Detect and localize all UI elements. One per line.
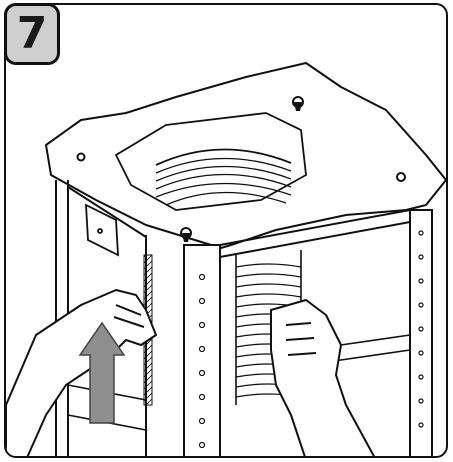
step-number: 7 — [16, 8, 48, 59]
left-hand-icon — [6, 289, 157, 456]
step-number-badge: 7 — [4, 3, 60, 65]
flexible-hose — [155, 148, 302, 405]
up-arrow-icon — [78, 321, 126, 424]
post-holes — [198, 230, 424, 449]
instruction-frame — [4, 3, 448, 458]
assembly-illustration — [6, 62, 446, 456]
right-hand-icon — [270, 299, 375, 456]
side-bracket — [85, 203, 119, 257]
